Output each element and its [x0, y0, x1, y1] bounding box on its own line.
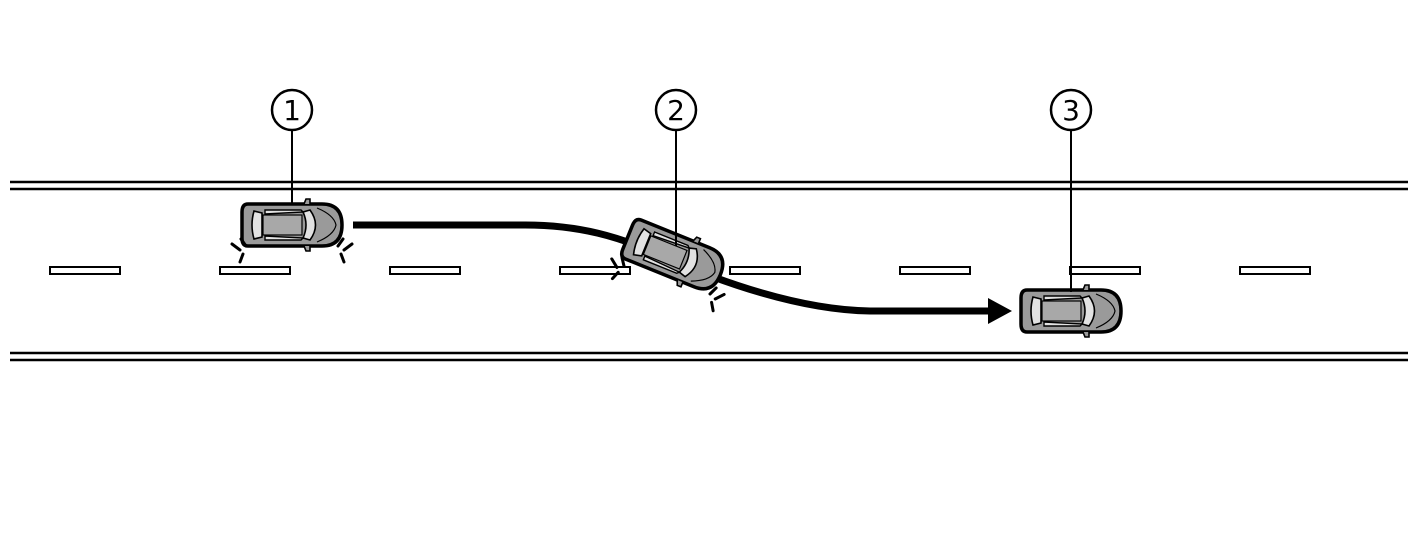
- vehicle-position-2: [603, 211, 732, 314]
- lane-divider-dashes: [49, 266, 1311, 275]
- road-bottom-edge: [10, 351, 1408, 362]
- callout-1-label: 1: [283, 94, 301, 127]
- callout-1: 1: [270, 88, 314, 205]
- vehicle-position-3: [1019, 283, 1123, 339]
- callout-2-label: 2: [667, 94, 685, 127]
- callout-3-label: 3: [1062, 94, 1080, 127]
- trajectory-arrowhead: [988, 298, 1012, 324]
- vehicle-position-1: [230, 197, 354, 264]
- road-top-edge: [10, 180, 1408, 191]
- callout-2: 2: [654, 88, 698, 246]
- callout-3: 3: [1049, 88, 1093, 292]
